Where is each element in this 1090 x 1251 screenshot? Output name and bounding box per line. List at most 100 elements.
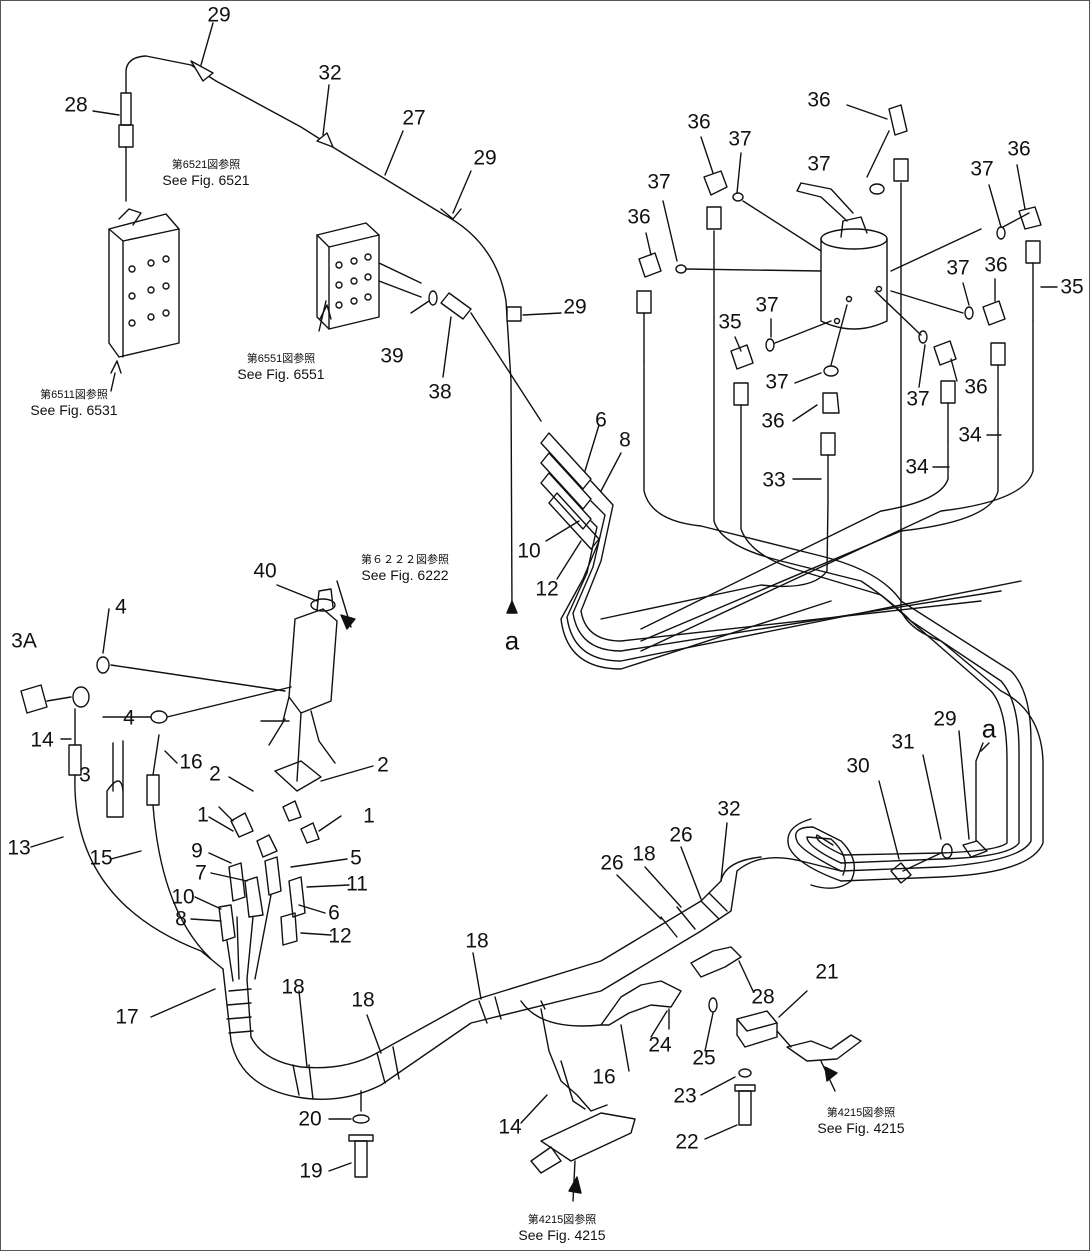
part-callout-13: 13 <box>7 836 31 860</box>
figure-reference-en: See Fig. 6551 <box>237 365 325 382</box>
part-callout-37: 37 <box>970 157 994 181</box>
figure-reference-en: See Fig. 6521 <box>162 171 250 188</box>
part-callout-34: 34 <box>958 423 982 447</box>
part-callout-26: 26 <box>600 851 624 875</box>
part-callout-2: 2 <box>209 762 221 786</box>
figure-reference-en: See Fig. 4215 <box>817 1119 905 1136</box>
figure-reference-en: See Fig. 6531 <box>30 401 118 418</box>
part-callout-35: 35 <box>1060 275 1084 299</box>
part-callout-28: 28 <box>751 985 775 1009</box>
part-callout-21: 21 <box>815 960 839 984</box>
figure-reference-jp: 第4215図参照 <box>826 1107 896 1119</box>
control-valve-block-6531 <box>108 208 180 392</box>
part-callout-20: 20 <box>298 1107 322 1131</box>
valve-block-6551 <box>316 222 542 422</box>
accumulator <box>796 182 888 330</box>
part-callout-18: 18 <box>632 842 656 866</box>
part-callout-5: 5 <box>350 846 362 870</box>
part-callout-24: 24 <box>648 1033 672 1057</box>
part-callout-9: 9 <box>191 839 203 863</box>
part-callout-32: 32 <box>717 797 741 821</box>
part-callout-19: 19 <box>299 1159 323 1183</box>
part-callout-35: 35 <box>718 310 742 334</box>
part-callout-38: 38 <box>428 380 452 404</box>
figure-reference-jp: 第６２２２図参照 <box>361 554 449 566</box>
part-callout-3: 3 <box>79 763 91 787</box>
part-callout-30: 30 <box>846 754 870 778</box>
part-callout-29: 29 <box>933 707 957 731</box>
figure-reference-jp: 第6551図参照 <box>246 353 316 365</box>
bolt-30-clip-29 <box>878 730 990 884</box>
part-callout-4: 4 <box>123 706 135 730</box>
part-callout-1: 1 <box>197 803 209 827</box>
figure-reference-en: See Fig. 6222 <box>361 566 449 583</box>
part-callout-36: 36 <box>761 409 785 433</box>
part-callout-12: 12 <box>535 577 559 601</box>
part-callout-17: 17 <box>115 1005 139 1029</box>
part-callout-37: 37 <box>807 152 831 176</box>
part-callout-18: 18 <box>281 975 305 999</box>
part-callout-28: 28 <box>64 93 88 117</box>
part-callout-14: 14 <box>498 1115 522 1139</box>
part-callout-3A: 3A <box>11 629 37 653</box>
part-callout-39: 39 <box>380 344 404 368</box>
part-callout-34: 34 <box>905 455 929 479</box>
figure-reference-jp: 第6521図参照 <box>171 159 241 171</box>
part-callout-37: 37 <box>728 127 752 151</box>
part-callout-29: 29 <box>563 295 587 319</box>
part-callout-36: 36 <box>964 375 988 399</box>
part-callout-40: 40 <box>253 559 277 583</box>
part-callout-1: 1 <box>363 804 375 828</box>
lower-fittings <box>328 946 862 1202</box>
part-callout-16: 16 <box>592 1065 616 1089</box>
fittings-1-12 <box>190 765 374 982</box>
part-callout-29: 29 <box>473 146 497 170</box>
part-callout-8: 8 <box>175 907 187 931</box>
part-callout-6: 6 <box>595 408 607 432</box>
part-callout-11: 11 <box>346 872 368 896</box>
part-callout-29: 29 <box>207 3 231 27</box>
part-callout-31: 31 <box>891 730 915 754</box>
part-callout-27: 27 <box>402 106 426 130</box>
part-callout-36: 36 <box>627 205 651 229</box>
harness-bundle-18 <box>150 822 842 1112</box>
part-callout-18: 18 <box>351 988 375 1012</box>
part-callout-37: 37 <box>906 387 930 411</box>
hose-28-upper <box>92 55 192 202</box>
part-callout-2: 2 <box>377 753 389 777</box>
pipes-right <box>600 220 1044 889</box>
part-callout-37: 37 <box>755 293 779 317</box>
part-callout-36: 36 <box>984 253 1008 277</box>
hose-bundle-center <box>540 424 1022 670</box>
part-callout-23: 23 <box>673 1084 697 1108</box>
part-callout-37: 37 <box>765 370 789 394</box>
part-callout-26: 26 <box>669 823 693 847</box>
figure-reference-en: See Fig. 4215 <box>518 1226 606 1243</box>
part-callout-37: 37 <box>946 256 970 280</box>
part-callout-4: 4 <box>115 595 127 619</box>
part-callout-7: 7 <box>195 861 207 885</box>
fittings-36-37 <box>636 104 1058 502</box>
part-callout-6: 6 <box>328 901 340 925</box>
part-callout-37: 37 <box>647 170 671 194</box>
hose-13-15-17 <box>20 608 292 970</box>
part-callout-10: 10 <box>171 885 195 909</box>
connector-mark-a: a <box>981 713 997 744</box>
figure-reference-jp: 第4215図参照 <box>527 1214 597 1226</box>
part-callout-36: 36 <box>807 88 831 112</box>
part-callout-16: 16 <box>179 750 203 774</box>
part-callout-33: 33 <box>762 468 786 492</box>
tube-27 <box>190 22 562 614</box>
part-callout-8: 8 <box>619 428 631 452</box>
part-callout-12: 12 <box>328 924 352 948</box>
part-callout-15: 15 <box>89 846 113 870</box>
part-callout-18: 18 <box>465 929 489 953</box>
part-callout-36: 36 <box>687 110 711 134</box>
